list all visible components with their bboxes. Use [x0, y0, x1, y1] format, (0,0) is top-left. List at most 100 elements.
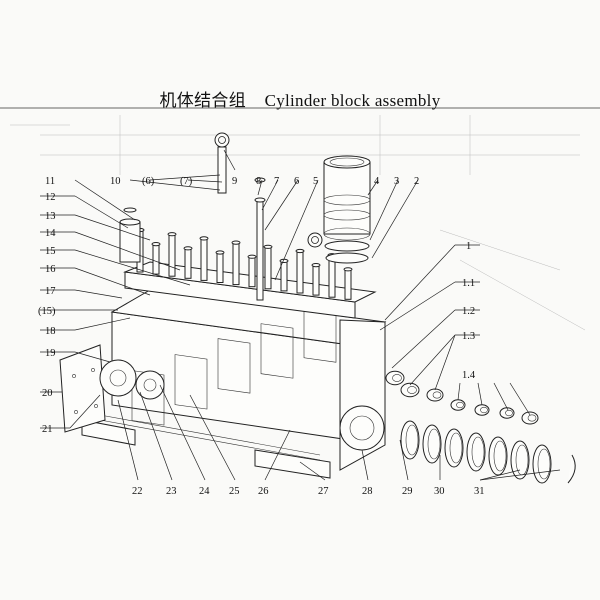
exploded-bushings [385, 370, 539, 425]
label-20: 20 [42, 388, 53, 399]
bearing-shell [510, 440, 530, 480]
label-12: 12 [45, 192, 56, 203]
bearing-shell [400, 420, 420, 460]
lifting-eyes [214, 132, 323, 248]
bushing-bore [505, 409, 513, 417]
bearing-shells [400, 420, 552, 484]
cylinder-block-body [110, 289, 387, 471]
bearing-shell [444, 428, 464, 468]
head-stud [296, 250, 304, 294]
callout-labels: 11 10 (6) (7) 9 8 7 6 5 4 3 2 12 13 14 1… [38, 176, 485, 497]
head-stud [168, 233, 176, 277]
main-bearing-cap [339, 405, 385, 451]
head-stud [200, 237, 208, 281]
bearing-shell-inner [471, 436, 485, 468]
label-13: 13 [45, 211, 56, 222]
label-11: 11 [45, 176, 55, 187]
label-28: 28 [362, 486, 373, 497]
bearing-shell-inner [427, 428, 441, 460]
crankcase-door-panels [131, 307, 337, 426]
label-p6: (6) [142, 176, 155, 187]
bushing [474, 404, 490, 416]
bearing-shell-inner [449, 432, 463, 464]
stud-cap [183, 246, 193, 251]
head-stud [184, 247, 192, 279]
label-8: 8 [256, 176, 261, 187]
head-stud [152, 243, 160, 275]
label-26: 26 [258, 486, 269, 497]
bushing-bore [432, 391, 442, 399]
snap-ring [567, 454, 576, 484]
sleeve-part [119, 207, 141, 263]
label-27: 27 [318, 486, 329, 497]
liner-seal-rings [324, 240, 370, 264]
label-3: 3 [394, 176, 399, 187]
label-p15: (15) [38, 306, 56, 317]
bearing-shell-inner [493, 440, 507, 472]
head-stud [248, 256, 256, 288]
label-4: 4 [374, 176, 380, 187]
label-1-1: 1.1 [462, 278, 475, 289]
front-cover-plate [59, 344, 106, 433]
label-16: 16 [45, 264, 56, 275]
label-1-4: 1.4 [462, 370, 476, 381]
bushing-bore [527, 414, 537, 422]
label-25: 25 [229, 486, 240, 497]
stud-cap [199, 236, 209, 241]
label-24: 24 [199, 486, 210, 497]
label-23: 23 [166, 486, 177, 497]
label-1-2: 1.2 [462, 306, 475, 317]
bushing-bore [480, 406, 488, 414]
head-stud [232, 242, 240, 286]
leader-lines [40, 149, 561, 481]
bushing-bore [456, 401, 464, 409]
label-17: 17 [45, 286, 56, 297]
label-14: 14 [45, 228, 56, 239]
label-2: 2 [414, 176, 419, 187]
label-1-3: 1.3 [462, 331, 475, 342]
label-5: 5 [313, 176, 318, 187]
stud-cap [231, 240, 241, 245]
bearing-shell [422, 424, 442, 464]
label-30: 30 [434, 486, 445, 497]
head-stud [280, 260, 288, 292]
bushing [385, 370, 405, 386]
label-31: 31 [474, 486, 485, 497]
stud-cap [343, 267, 353, 272]
stud-cap [295, 248, 305, 254]
bushing [499, 407, 515, 419]
label-7: 7 [274, 176, 279, 187]
label-19: 19 [45, 348, 56, 359]
stud-cap [263, 244, 273, 249]
stud-cap [311, 263, 321, 268]
cylinder-liner [323, 155, 371, 241]
stud-cap [247, 254, 257, 259]
head-stud [216, 252, 224, 283]
head-stud [312, 264, 320, 296]
gear-housing [99, 359, 165, 400]
bushing [400, 382, 420, 398]
label-18: 18 [45, 326, 56, 337]
bearing-shell [488, 436, 508, 476]
bushing-bore [407, 386, 417, 394]
label-10: 10 [110, 176, 121, 187]
stud-cap [167, 232, 177, 237]
tall-stud [254, 177, 266, 301]
bushing [426, 388, 444, 402]
stud-cap [151, 242, 161, 247]
bearing-shell [532, 444, 552, 484]
bearing-shell-inner [405, 424, 419, 456]
head-stud [344, 268, 352, 300]
label-1: 1 [466, 241, 471, 252]
label-15: 15 [45, 246, 56, 257]
head-stud [264, 246, 272, 290]
label-6: 6 [294, 176, 299, 187]
bearing-shell-inner [537, 448, 551, 480]
engine-base-frame [81, 414, 331, 479]
head-studs [135, 227, 353, 300]
title-chinese: 机体结合组 [159, 91, 246, 110]
bushing [450, 399, 466, 411]
label-22: 22 [132, 486, 143, 497]
